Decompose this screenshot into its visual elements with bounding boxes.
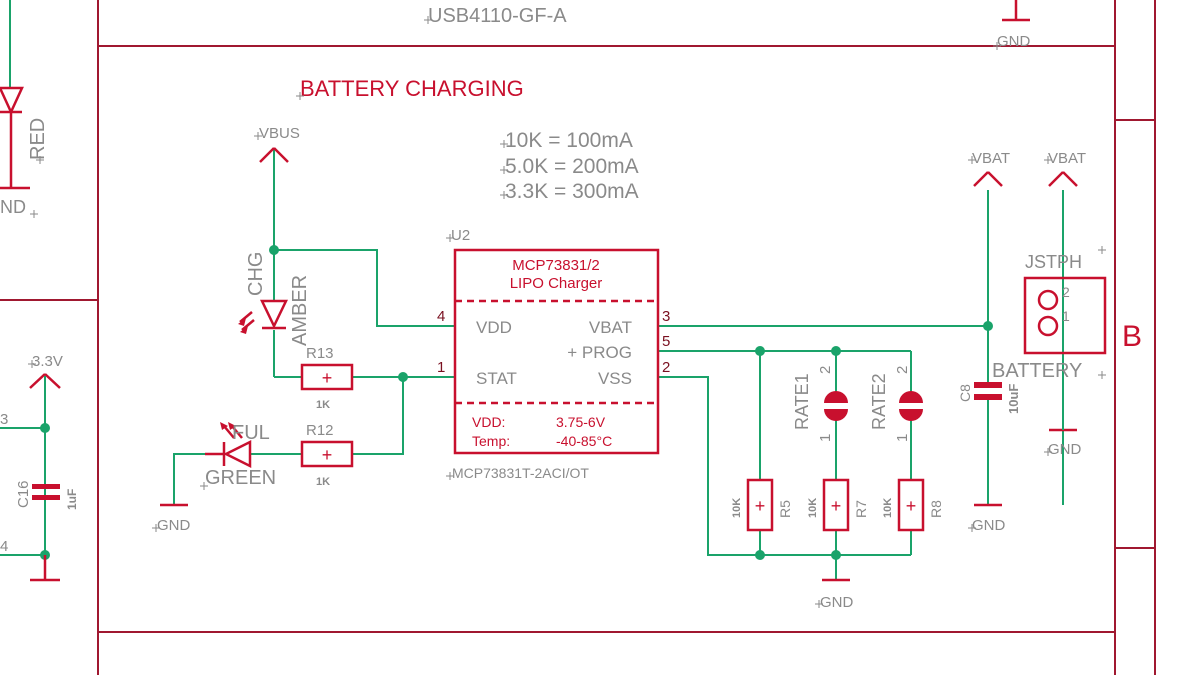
connector-type: JSTPH bbox=[1025, 252, 1082, 272]
resistor-r13: + R13 1K bbox=[300, 345, 354, 411]
u2-pin-vdd: VDD bbox=[476, 318, 512, 337]
led-chg: CHG AMBER bbox=[238, 252, 311, 346]
led-ful: FUL GREEN bbox=[205, 422, 276, 489]
svg-text:10K: 10K bbox=[807, 498, 819, 518]
charge-rate-notes: 10K = 100mA 5.0K = 200mA 3.3K = 300mA bbox=[505, 129, 639, 203]
u2-pin-vbat: VBAT bbox=[589, 318, 632, 337]
gnd-rates: GND bbox=[820, 578, 854, 611]
u2-pin-vss: VSS bbox=[598, 369, 632, 388]
svg-text:GND: GND bbox=[997, 33, 1031, 50]
c16-name: C16 bbox=[15, 480, 32, 508]
resistor-r12: + R12 1K bbox=[300, 422, 354, 488]
svg-text:3: 3 bbox=[662, 308, 670, 325]
u2-ref: U2 bbox=[451, 227, 470, 244]
svg-text:RATE2: RATE2 bbox=[869, 373, 889, 430]
drawing-frame bbox=[0, 0, 1156, 675]
svg-text:C8: C8 bbox=[957, 384, 973, 402]
left-gnd-label: ND bbox=[0, 197, 26, 217]
svg-text:5.0K = 200mA: 5.0K = 200mA bbox=[505, 155, 639, 178]
svg-text:3: 3 bbox=[0, 411, 8, 428]
svg-text:10uF: 10uF bbox=[1006, 384, 1021, 414]
jumper-rate2: RATE2 2 1 bbox=[869, 366, 923, 442]
left-supply-label: 3.3V bbox=[32, 353, 63, 370]
led-chg-name: CHG bbox=[245, 252, 267, 296]
svg-text:2: 2 bbox=[817, 366, 834, 374]
svg-text:GND: GND bbox=[820, 594, 854, 611]
u2-spec-temp-label: Temp: bbox=[472, 433, 510, 449]
u2-spec-vdd-label: VDD: bbox=[472, 414, 505, 430]
resistor-r7: + 10K R7 bbox=[807, 478, 869, 532]
svg-text:GND: GND bbox=[157, 517, 191, 534]
c16-value: 1uF bbox=[65, 489, 79, 510]
u2-part-number: MCP73831T-2ACI/OT bbox=[452, 465, 589, 481]
left-partial-circuit: RED ND 3.3V 3 4 C16 1uF bbox=[0, 0, 79, 582]
svg-text:1: 1 bbox=[817, 434, 834, 442]
r13-name: R13 bbox=[306, 345, 334, 362]
u2-pin-prog: + PROG bbox=[567, 343, 632, 362]
svg-text:2: 2 bbox=[894, 366, 911, 374]
svg-text:1: 1 bbox=[894, 434, 911, 442]
frame-zone-label: B bbox=[1122, 320, 1142, 353]
gnd-cap: GND bbox=[972, 503, 1006, 534]
svg-text:VBUS: VBUS bbox=[259, 125, 300, 142]
r12-name: R12 bbox=[306, 422, 334, 439]
u2-pin-stat: STAT bbox=[476, 369, 517, 388]
svg-text:R7: R7 bbox=[853, 500, 869, 518]
svg-text:4: 4 bbox=[437, 308, 445, 325]
svg-text:1: 1 bbox=[1062, 308, 1070, 324]
u2-title-2: LIPO Charger bbox=[510, 275, 603, 292]
svg-text:RATE1: RATE1 bbox=[792, 373, 812, 430]
svg-text:4: 4 bbox=[0, 538, 8, 555]
vbus-supply: VBUS bbox=[259, 125, 300, 163]
gnd-top: GND bbox=[997, 0, 1031, 50]
svg-text:GND: GND bbox=[972, 517, 1006, 534]
section-title: BATTERY CHARGING bbox=[300, 76, 524, 101]
svg-text:GND: GND bbox=[1048, 441, 1082, 458]
u2-title-1: MCP73831/2 bbox=[512, 257, 600, 274]
u2-spec-vdd-value: 3.75-6V bbox=[556, 414, 606, 430]
svg-text:1: 1 bbox=[437, 359, 445, 376]
svg-text:+: + bbox=[322, 368, 333, 388]
led-ful-color: GREEN bbox=[205, 467, 276, 489]
svg-text:+: + bbox=[322, 445, 333, 465]
svg-text:R8: R8 bbox=[928, 500, 944, 518]
svg-text:10K = 100mA: 10K = 100mA bbox=[505, 129, 633, 152]
jumper-rate1: RATE1 2 1 bbox=[792, 366, 848, 442]
svg-text:2: 2 bbox=[1062, 284, 1070, 300]
usb-part-label: USB4110-GF-A bbox=[428, 5, 567, 27]
svg-text:+: + bbox=[906, 496, 917, 516]
gnd-led: GND bbox=[157, 503, 191, 534]
svg-text:VBAT: VBAT bbox=[972, 150, 1010, 167]
battery-connector: 2 1 JSTPH BATTERY bbox=[992, 252, 1107, 382]
gnd-battery: GND bbox=[1048, 382, 1082, 458]
svg-text:3.3K = 300mA: 3.3K = 300mA bbox=[505, 180, 639, 203]
u2-spec-temp-value: -40-85°C bbox=[556, 433, 612, 449]
r13-value: 1K bbox=[316, 399, 330, 411]
connector-name: BATTERY bbox=[992, 360, 1082, 382]
resistor-r5: + 10K R5 bbox=[731, 478, 793, 532]
led-chg-color: AMBER bbox=[289, 275, 311, 346]
svg-text:10K: 10K bbox=[731, 498, 743, 518]
svg-text:+: + bbox=[755, 496, 766, 516]
svg-text:5: 5 bbox=[662, 333, 670, 350]
svg-text:VBAT: VBAT bbox=[1048, 150, 1086, 167]
origin-markers bbox=[28, 16, 1106, 608]
svg-text:R5: R5 bbox=[777, 500, 793, 518]
resistor-r8: + 10K R8 bbox=[882, 478, 944, 532]
left-led-label: RED bbox=[27, 118, 49, 160]
led-ful-name: FUL bbox=[232, 422, 270, 444]
vbat-supply-2: VBAT bbox=[1048, 150, 1086, 187]
svg-text:+: + bbox=[831, 496, 842, 516]
capacitor-c8: C8 10uF bbox=[957, 382, 1021, 414]
r12-value: 1K bbox=[316, 476, 330, 488]
vbat-supply-1: VBAT bbox=[972, 150, 1010, 187]
junctions bbox=[269, 245, 993, 560]
svg-text:2: 2 bbox=[662, 359, 670, 376]
nets bbox=[173, 148, 1064, 580]
svg-text:10K: 10K bbox=[882, 498, 894, 518]
u2-charger-ic: U2 MCP73831/2 LIPO Charger VDD STAT VBAT… bbox=[437, 227, 670, 481]
